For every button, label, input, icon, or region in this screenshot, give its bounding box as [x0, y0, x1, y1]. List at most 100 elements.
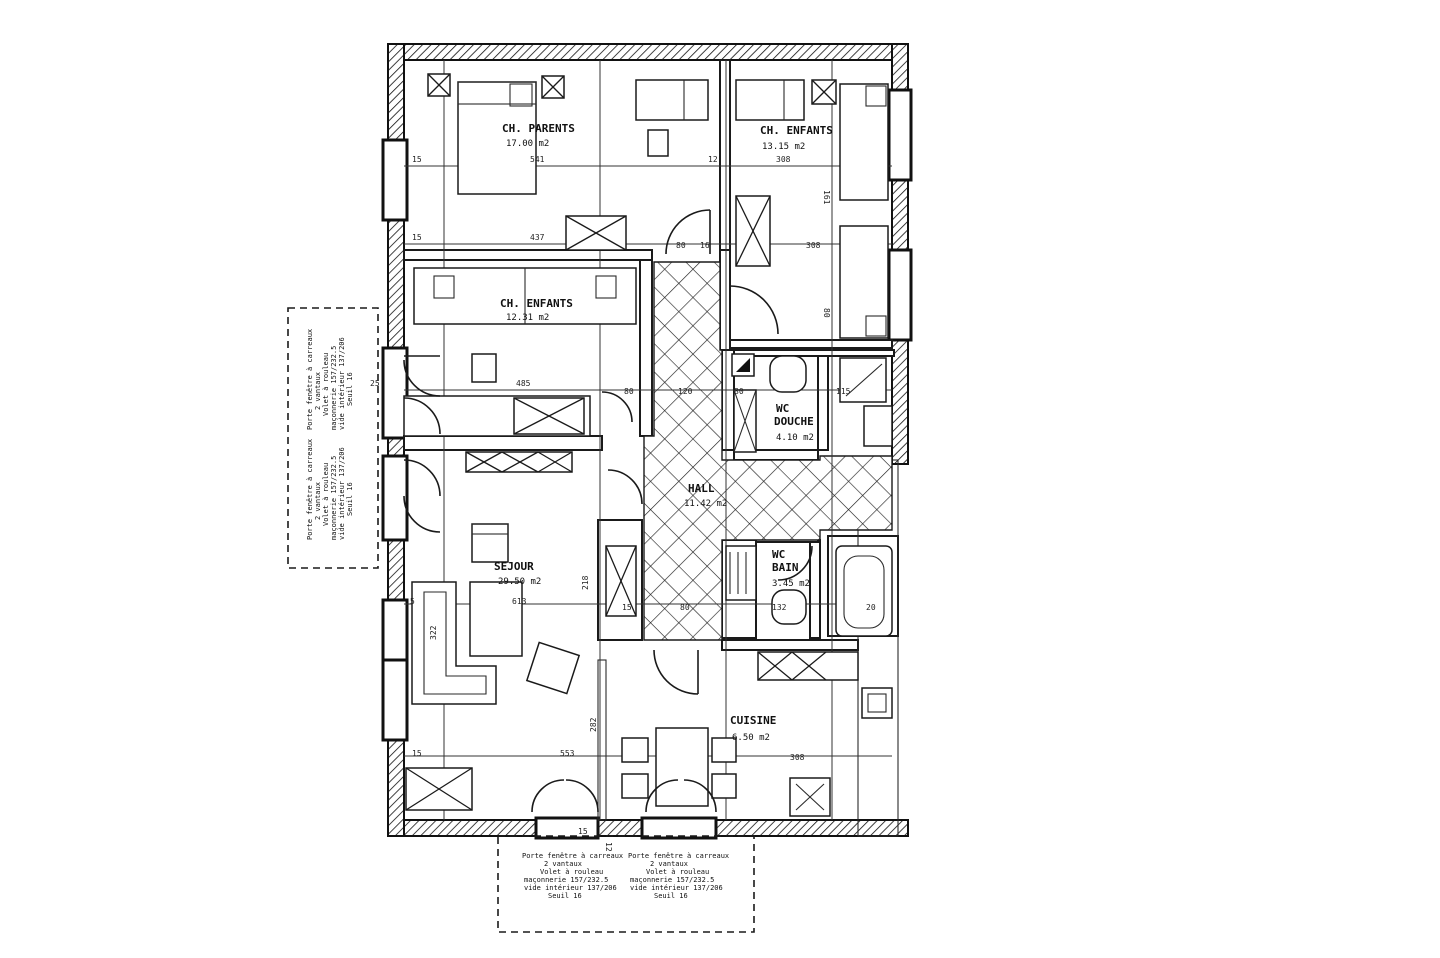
chair-enfants2 [471, 353, 497, 383]
area-cuisine: 6.50 m2 [732, 733, 770, 743]
area-hall: 11.42 m2 [684, 499, 727, 509]
closet-x-enfants2 [513, 397, 585, 435]
svg-text:218: 218 [581, 575, 590, 590]
svg-text:15: 15 [412, 155, 422, 164]
label-ch-parents: CH. PARENTS [502, 122, 575, 135]
svg-text:613: 613 [512, 597, 527, 606]
svg-text:15: 15 [412, 233, 422, 242]
svg-text:12: 12 [604, 842, 613, 852]
svg-text:20: 20 [866, 603, 876, 612]
small-x-enfants1 [811, 79, 837, 105]
coffee-table [469, 581, 523, 657]
armchair-2 [525, 641, 581, 695]
svg-text:308: 308 [776, 155, 791, 164]
label-hall: HALL [688, 482, 715, 495]
wc-douche-fixtures [731, 353, 893, 453]
bed-enfants1-a [839, 83, 889, 201]
svg-text:5: 5 [410, 597, 415, 606]
svg-text:322: 322 [429, 625, 438, 640]
area-ch-parents: 17.00 m2 [506, 139, 549, 149]
beds-enfants2 [413, 267, 637, 325]
svg-text:15: 15 [622, 603, 632, 612]
dimension-values: 15 541 12 308 161 15 437 80 16 308 80 25… [370, 155, 876, 852]
svg-text:Seuil 16: Seuil 16 [346, 372, 354, 406]
area-wc-douche: 4.10 m2 [776, 433, 814, 443]
armchair-1 [471, 523, 509, 563]
svg-text:485: 485 [516, 379, 531, 388]
note-left: Porte fenêtre à carreaux 2 vantaux Volet… [306, 329, 354, 540]
svg-text:Seuil 16: Seuil 16 [548, 892, 582, 900]
closet-x-sejour-a [605, 545, 637, 617]
label-wc-bain-1: WC [772, 548, 785, 561]
svg-text:Seuil 16: Seuil 16 [346, 482, 354, 516]
note-box-bottom [497, 835, 755, 933]
note-box-left [287, 307, 379, 569]
svg-text:maçonnerie 157/232.5: maçonnerie 157/232.5 [630, 876, 714, 884]
svg-text:vide intérieur 137/206: vide intérieur 137/206 [338, 447, 346, 540]
area-ch-enfants-1: 13.15 m2 [762, 142, 805, 152]
label-wc-douche-1: WC [776, 402, 789, 415]
svg-text:80: 80 [822, 308, 831, 318]
svg-text:Porte fenêtre à carreaux: Porte fenêtre à carreaux [306, 329, 314, 430]
svg-text:maçonnerie 157/232.5: maçonnerie 157/232.5 [330, 346, 338, 430]
svg-text:Volet à rouleau: Volet à rouleau [540, 868, 603, 876]
label-wc-bain-2: BAIN [772, 561, 799, 574]
svg-text:Volet à rouleau: Volet à rouleau [322, 353, 330, 416]
svg-text:80: 80 [734, 387, 744, 396]
area-sejour: 29.50 m2 [498, 577, 541, 587]
svg-text:132: 132 [772, 603, 787, 612]
svg-text:2 vantaux: 2 vantaux [314, 372, 322, 410]
svg-text:2 vantaux: 2 vantaux [650, 860, 688, 868]
svg-text:Porte fenêtre à carreaux: Porte fenêtre à carreaux [628, 852, 729, 860]
closet-x-enfants1 [735, 195, 771, 267]
svg-text:120: 120 [678, 387, 693, 396]
small-x-tl [427, 73, 451, 97]
desk-enfants1 [735, 79, 805, 121]
svg-text:vide intérieur 137/206: vide intérieur 137/206 [524, 884, 617, 892]
label-sejour: SEJOUR [494, 560, 534, 573]
svg-text:308: 308 [806, 241, 821, 250]
area-wc-bain: 3.45 m2 [772, 579, 810, 589]
door-swings [403, 209, 813, 813]
svg-text:541: 541 [530, 155, 545, 164]
label-ch-enfants-2: CH. ENFANTS [500, 297, 573, 310]
area-ch-enfants-2: 12.31 m2 [506, 313, 549, 323]
label-ch-enfants-1: CH. ENFANTS [760, 124, 833, 137]
svg-text:vide intérieur 137/206: vide intérieur 137/206 [630, 884, 723, 892]
exterior-walls [381, 43, 913, 840]
bed-parents [457, 81, 537, 195]
svg-text:553: 553 [560, 749, 575, 758]
closet-x-sejour-b [405, 767, 473, 811]
svg-text:15: 15 [578, 827, 588, 836]
svg-text:80: 80 [680, 603, 690, 612]
svg-text:80: 80 [624, 387, 634, 396]
shelf-sejour [465, 451, 573, 473]
svg-text:2 vantaux: 2 vantaux [314, 482, 322, 520]
svg-text:Volet à rouleau: Volet à rouleau [322, 463, 330, 526]
stove [789, 777, 831, 817]
wc-bain-fixtures [725, 545, 893, 637]
svg-text:12: 12 [708, 155, 718, 164]
svg-text:maçonnerie 157/232.5: maçonnerie 157/232.5 [330, 456, 338, 540]
sofa-l [411, 581, 497, 705]
svg-text:115: 115 [836, 387, 851, 396]
svg-text:Porte fenêtre à carreaux: Porte fenêtre à carreaux [306, 439, 314, 540]
bed-enfants1-b [839, 225, 889, 339]
svg-text:Porte fenêtre à carreaux: Porte fenêtre à carreaux [522, 852, 623, 860]
svg-text:16: 16 [700, 241, 710, 250]
kitchen-counter [757, 651, 859, 681]
note-bottom: Porte fenêtre à carreaux 2 vantaux Volet… [522, 852, 729, 900]
svg-text:25: 25 [370, 379, 380, 388]
sink-kitchen [861, 687, 893, 719]
room-labels: CH. PARENTS 17.00 m2 CH. ENFANTS 13.15 m… [494, 122, 833, 743]
label-cuisine: CUISINE [730, 714, 776, 727]
small-x-parents2 [541, 75, 565, 99]
svg-text:maçonnerie 157/232.5: maçonnerie 157/232.5 [524, 876, 608, 884]
svg-text:308: 308 [790, 753, 805, 762]
svg-text:161: 161 [822, 190, 831, 205]
desk-parents [635, 79, 709, 157]
svg-text:437: 437 [530, 233, 545, 242]
closet-x-parents [565, 215, 627, 251]
svg-text:Seuil 16: Seuil 16 [654, 892, 688, 900]
